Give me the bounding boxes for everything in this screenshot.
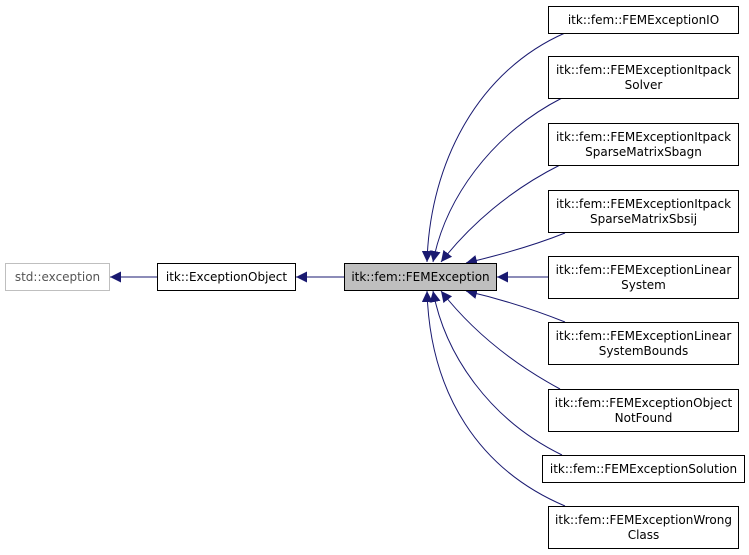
inheritance-edge-object-not-found-to-fem — [440, 290, 561, 390]
class-box-io — [548, 6, 739, 34]
class-node-itpack-sbsij[interactable]: itk::fem::FEMExceptionItpackSparseMatrix… — [548, 190, 739, 233]
class-node-fem-exception[interactable]: itk::fem::FEMException — [344, 263, 497, 291]
class-label-linear-system-line-2: System — [621, 278, 666, 292]
class-box-exception-object — [157, 263, 296, 291]
class-label-exception-object: itk::ExceptionObject — [166, 270, 288, 284]
class-node-itpack-sbagn[interactable]: itk::fem::FEMExceptionItpackSparseMatrix… — [548, 123, 739, 166]
class-box-fem-exception — [344, 263, 497, 291]
class-box-linear-system — [548, 256, 739, 299]
class-label-io: itk::fem::FEMExceptionIO — [568, 13, 719, 27]
class-label-linear-bounds-line-1: itk::fem::FEMExceptionLinear — [556, 329, 732, 343]
class-box-itpack-sbagn — [548, 123, 739, 166]
class-node-exception-object[interactable]: itk::ExceptionObject — [157, 263, 296, 291]
inheritance-edge-itpack-solver-to-fem — [429, 97, 563, 263]
class-label-std-exception: std::exception — [15, 270, 100, 284]
class-label-fem-exception: itk::fem::FEMException — [351, 270, 489, 284]
class-box-wrong-class — [548, 506, 739, 549]
class-box-object-not-found — [548, 389, 739, 432]
inheritance-edge-wrong-class-to-fem — [421, 290, 566, 507]
class-label-solution: itk::fem::FEMExceptionSolution — [550, 462, 737, 476]
class-box-linear-bounds — [548, 322, 739, 365]
edges — [110, 32, 566, 507]
class-label-itpack-solver-line-1: itk::fem::FEMExceptionItpack — [556, 63, 731, 77]
class-label-wrong-class-line-1: itk::fem::FEMExceptionWrong — [555, 513, 732, 527]
class-label-object-not-found-line-2: NotFound — [615, 411, 673, 425]
class-box-std-exception — [5, 263, 110, 291]
class-label-itpack-sbsij-line-1: itk::fem::FEMExceptionItpack — [556, 197, 731, 211]
class-label-linear-bounds-line-2: SystemBounds — [599, 344, 688, 358]
class-label-object-not-found-line-1: itk::fem::FEMExceptionObject — [555, 396, 733, 410]
class-label-itpack-sbagn-line-2: SparseMatrixSbagn — [585, 145, 702, 159]
class-label-wrong-class-line-2: Class — [628, 528, 660, 542]
class-label-itpack-sbsij-line-2: SparseMatrixSbsij — [590, 212, 697, 226]
class-node-io[interactable]: itk::fem::FEMExceptionIO — [548, 6, 739, 34]
inheritance-edge-itpack-sbsij-to-fem — [465, 232, 566, 266]
inheritance-edge-linear-bounds-to-fem — [465, 288, 566, 323]
class-box-itpack-solver — [548, 56, 739, 99]
class-label-linear-system-line-1: itk::fem::FEMExceptionLinear — [556, 263, 732, 277]
class-box-solution — [542, 455, 745, 483]
class-node-solution[interactable]: itk::fem::FEMExceptionSolution — [542, 455, 745, 483]
class-node-std-exception: std::exception — [5, 263, 110, 291]
class-label-itpack-sbagn-line-1: itk::fem::FEMExceptionItpack — [556, 130, 731, 144]
inheritance-edge-itpack-sbagn-to-fem — [440, 164, 561, 263]
inheritance-edge-solution-to-fem — [429, 290, 563, 456]
inheritance-edge-io-to-fem — [421, 32, 566, 263]
class-label-itpack-solver-line-2: Solver — [625, 78, 663, 92]
class-box-itpack-sbsij — [548, 190, 739, 233]
